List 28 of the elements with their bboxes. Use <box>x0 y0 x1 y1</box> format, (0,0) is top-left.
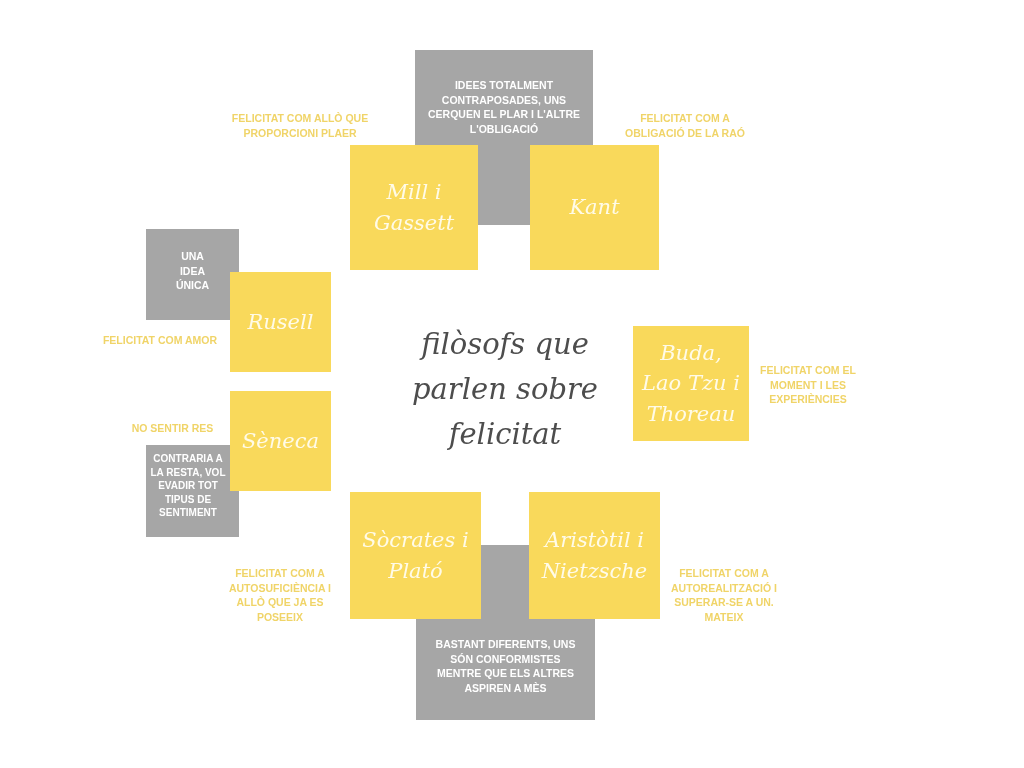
name-card <box>230 391 331 491</box>
name-card <box>633 326 749 441</box>
philosopher-name: Buda, Lao Tzu i Thoreau <box>640 339 741 428</box>
note-card <box>146 445 239 537</box>
caption-text: FELICITAT COM A OBLIGACIÓ DE LA RAÓ <box>624 111 746 141</box>
note-text: BASTANT DIFERENTS, UNS SÓN CONFORMISTES MENTRE QUE ELS ALTRES ASPIREN A MÈS <box>434 637 577 696</box>
name-card <box>350 492 481 619</box>
name-card <box>530 145 659 270</box>
name-card <box>529 492 660 619</box>
name-card <box>230 272 331 372</box>
caption-text: NO SENTIR RES <box>130 421 215 436</box>
philosopher-name: Mill i Gassett <box>372 179 456 237</box>
philosopher-name: Kant <box>568 194 621 222</box>
caption-text: FELICITAT COM A AUTOSUFICIÈNCIA I ALLÒ QUE JA ES POSEEIX <box>227 566 333 625</box>
note-text: UNA IDEA ÚNICA <box>174 249 211 294</box>
note-card <box>146 229 239 320</box>
philosopher-name: Rusell <box>246 308 315 336</box>
caption-text: FELICITAT COM AMOR <box>101 333 219 348</box>
philosopher-name: Sèneca <box>240 427 321 455</box>
note-text: IDEES TOTALMENT CONTRAPOSADES, UNS CERQUEN EL PLAR I L'ALTRE L'OBLIGACIÓ <box>427 78 581 137</box>
note-text: CONTRARIA A LA RESTA, VOL EVADIR TOT TIPUS DE SENTIMENT <box>150 452 226 520</box>
caption-text: FELICITAT COM ALLÒ QUE PROPORCIONI PLAER <box>230 111 370 141</box>
philosopher-name: Aristòtil i Nietzsche <box>540 527 649 585</box>
title-text: filòsofs que parlen sobre felicitat <box>411 326 599 453</box>
caption-text: FELICITAT COM EL MOMENT I LES EXPERIÈNCIES <box>759 363 857 408</box>
philosopher-name: Sòcrates i Plató <box>361 527 470 585</box>
caption-text: FELICITAT COM A AUTOREALITZACIÓ I SUPERAR-SE A UN. MATEIX <box>670 566 778 625</box>
name-card <box>350 145 478 270</box>
